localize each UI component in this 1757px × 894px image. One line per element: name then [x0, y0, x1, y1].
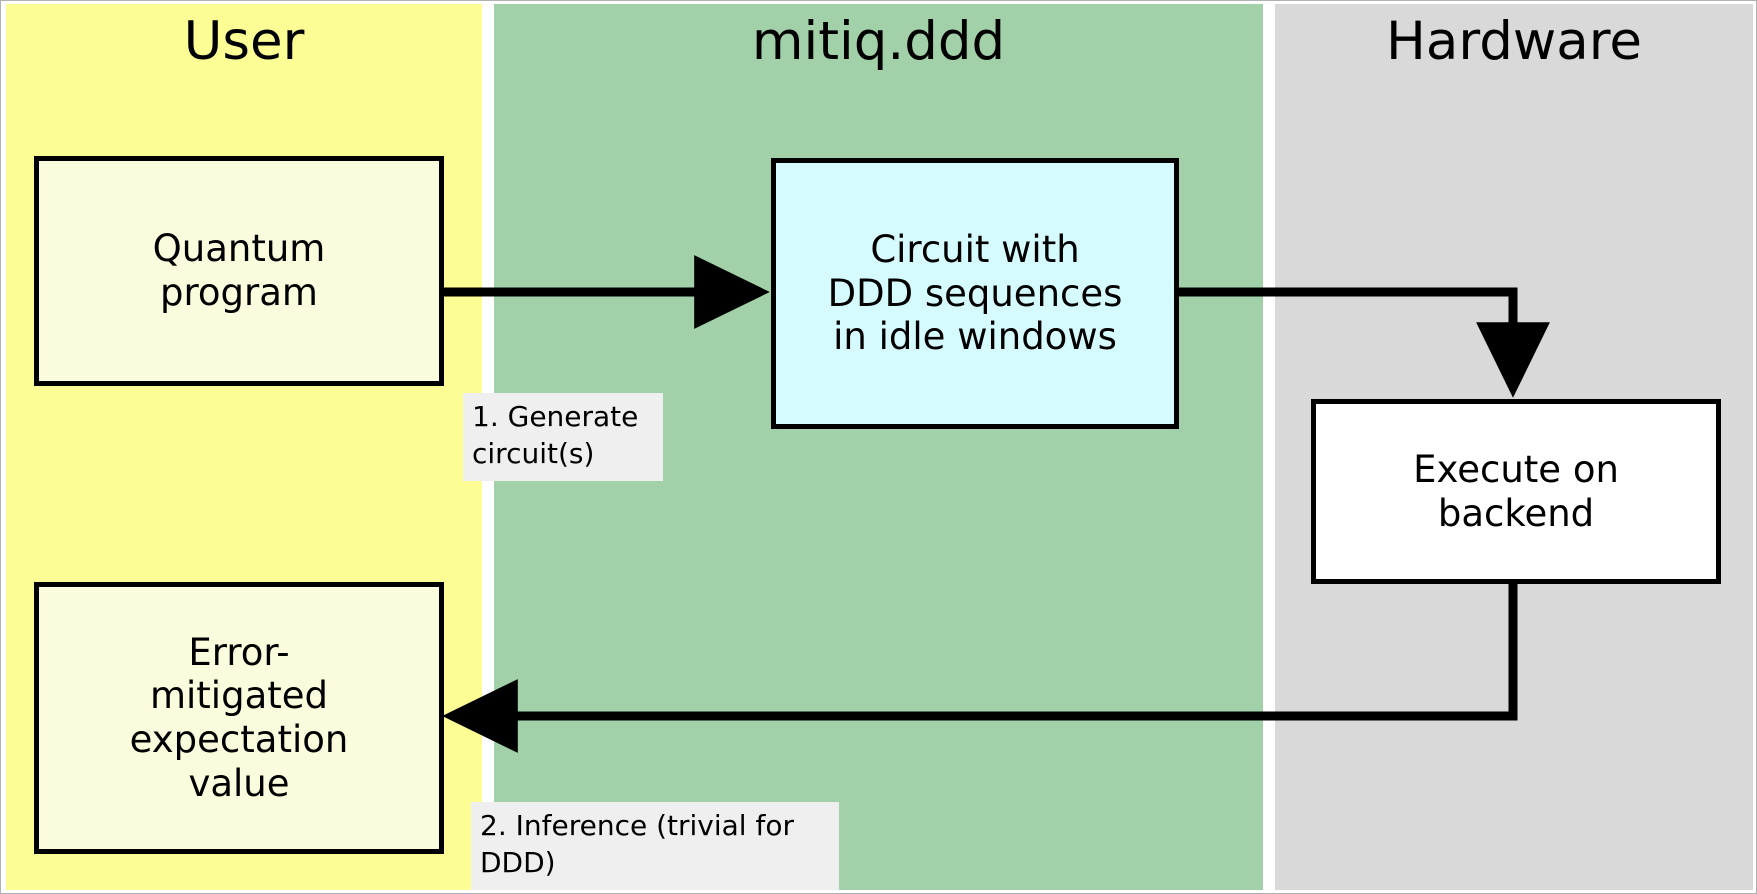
lane-title-mitiq: mitiq.ddd — [751, 11, 1006, 72]
step-label-generate-circuits: 1. Generate circuit(s) — [463, 393, 663, 481]
lane-title-user: User — [183, 11, 305, 72]
step-label-inference: 2. Inference (trivial for DDD) — [471, 802, 839, 890]
lane-title-hardware: Hardware — [1386, 11, 1642, 72]
